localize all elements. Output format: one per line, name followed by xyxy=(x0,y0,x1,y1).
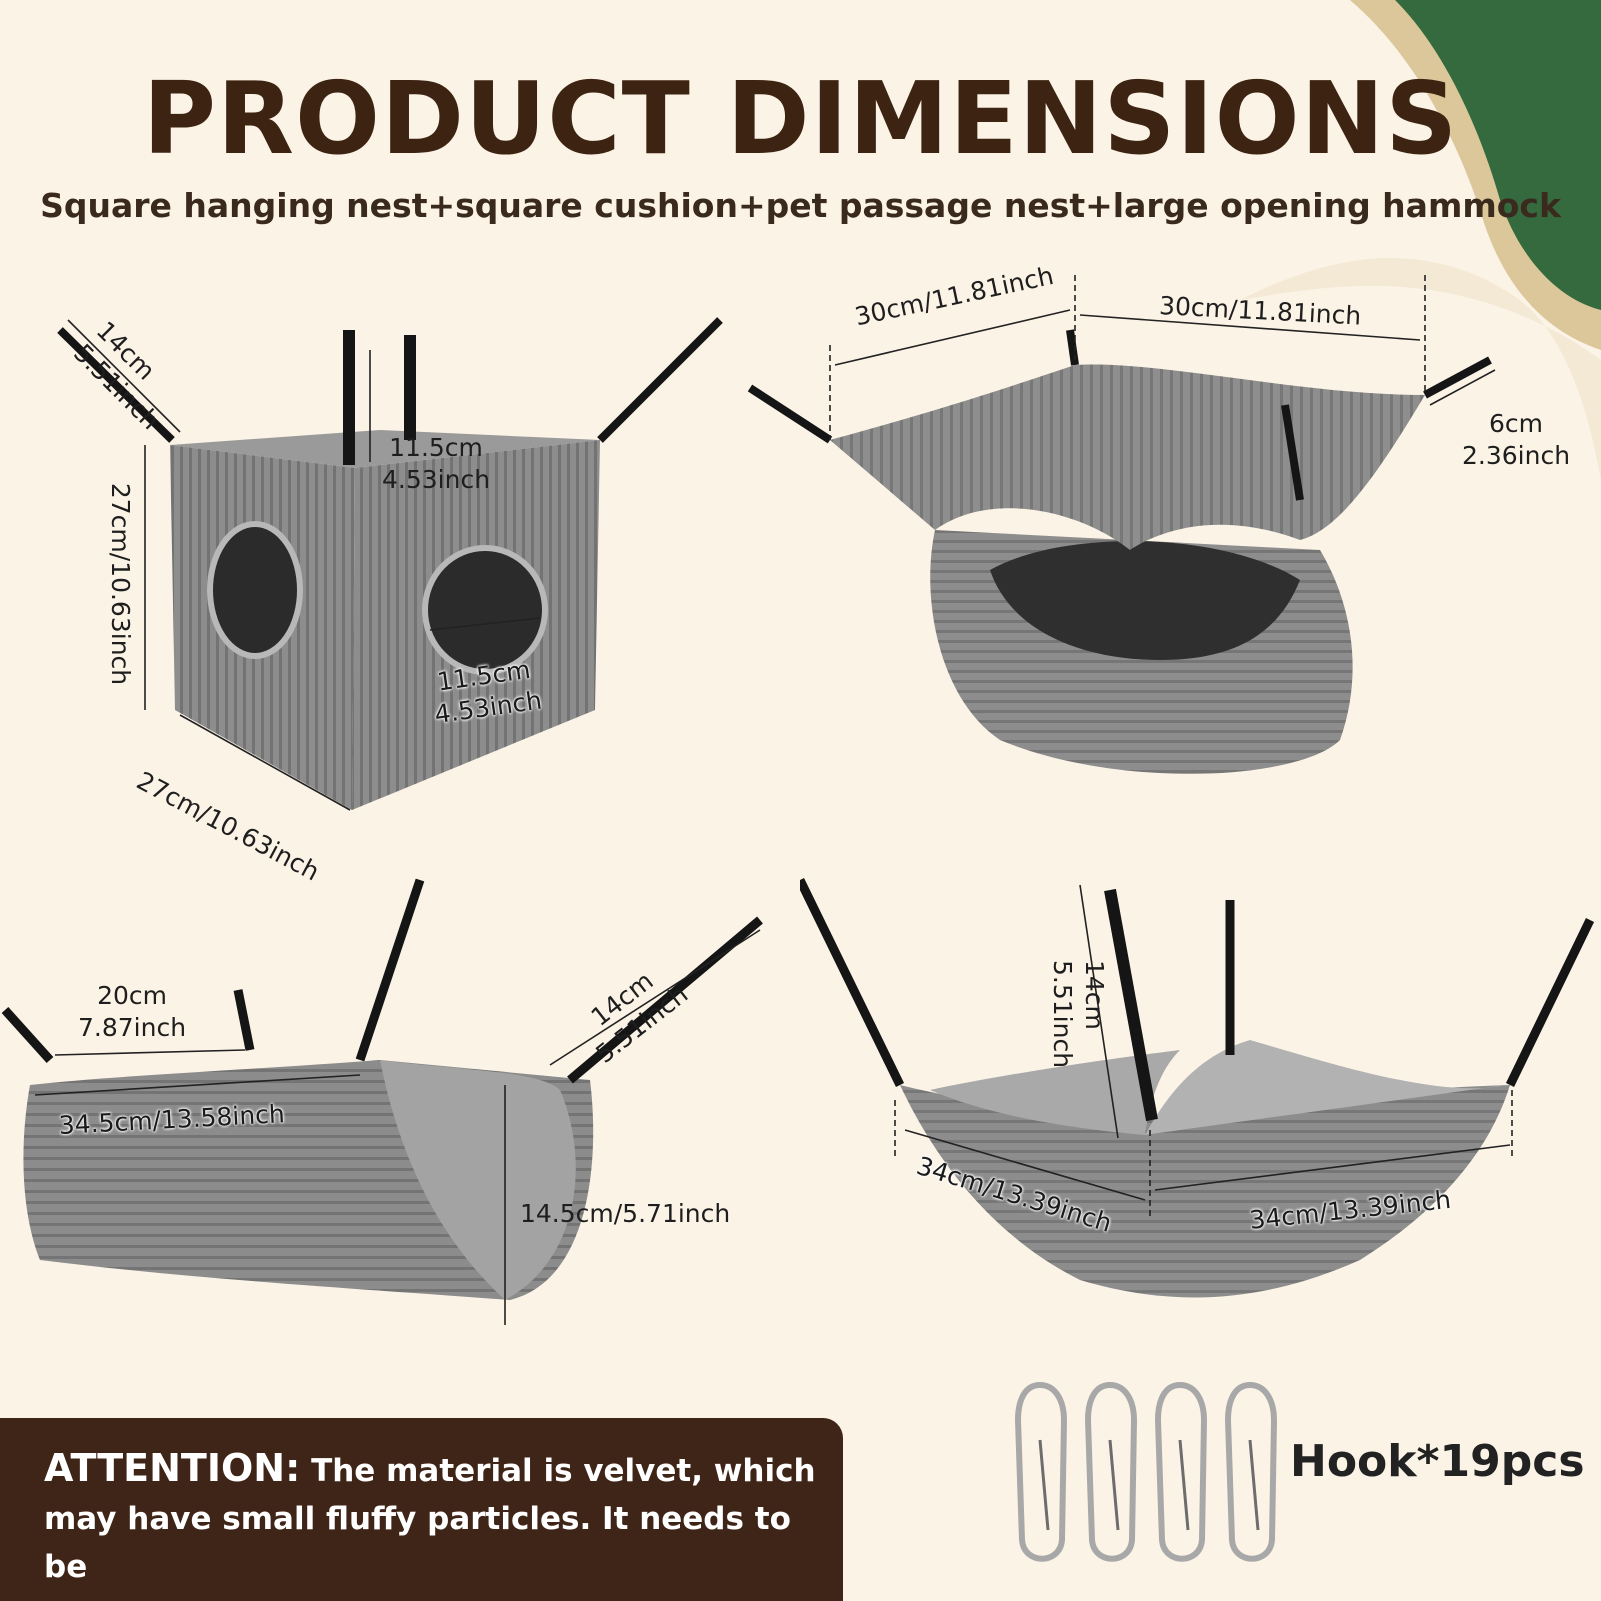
passage-strap-3 xyxy=(355,878,425,1062)
attention-box: ATTENTION: The material is velvet, which… xyxy=(0,1418,843,1601)
hook-icon xyxy=(1084,1381,1138,1562)
passage-height-label: 14.5cm/5.71inch xyxy=(520,1199,731,1228)
attention-line-3: cleaned 2-3 times before use xyxy=(44,1591,823,1601)
passage-nest-illustration xyxy=(1,878,763,1325)
attention-label: ATTENTION: xyxy=(44,1446,301,1490)
hammock-left-flap xyxy=(930,1050,1180,1135)
cushion-opening xyxy=(990,541,1300,660)
passage-opening xyxy=(380,1060,576,1300)
hook-icon xyxy=(1154,1381,1208,1562)
passage-strap-1 xyxy=(1,1006,54,1064)
hammock-strap-dim xyxy=(1079,884,1119,1139)
attention-line-2: may have small fluffy particles. It need… xyxy=(44,1501,791,1585)
hammock-right-flap xyxy=(1145,1040,1505,1135)
cushion-strap-3 xyxy=(1423,356,1492,399)
hook-icon xyxy=(1014,1381,1068,1562)
nest-strap-4 xyxy=(57,327,175,443)
passage-length-dim xyxy=(34,1074,361,1096)
square-nest-illustration xyxy=(57,317,723,811)
cushion-strap-4 xyxy=(1281,404,1304,501)
cushion-strap-2 xyxy=(1066,329,1079,366)
cushion-strap-1 xyxy=(747,384,833,444)
nest-strap-2 xyxy=(404,335,416,440)
hole-dim-line xyxy=(429,617,541,631)
green-corner xyxy=(1395,0,1601,310)
attention-line-1: ATTENTION: The material is velvet, which xyxy=(44,1444,823,1495)
hammock-strap-2 xyxy=(1104,888,1158,1122)
cushion-dim-right xyxy=(1079,314,1421,341)
nest-side-hole xyxy=(207,521,303,659)
hook-count-label: Hook*19pcs xyxy=(1290,1436,1585,1487)
hammock-strap-1 xyxy=(800,878,905,1087)
nest-strap-label: 11.5cm 4.53inch xyxy=(382,433,491,494)
passage-strap-2 xyxy=(233,989,255,1051)
passage-spacing-dim xyxy=(54,1049,246,1056)
hammock-illustration xyxy=(800,878,1595,1298)
page-title: PRODUCT DIMENSIONS xyxy=(142,60,1459,177)
page-subtitle: Square hanging nest+square cushion+pet p… xyxy=(40,186,1561,225)
passage-spacing-label: 20cm 7.87inch xyxy=(78,981,187,1042)
cushion-illustration xyxy=(747,275,1496,774)
hook-icon xyxy=(1224,1381,1278,1562)
nest-front-hole xyxy=(422,545,548,675)
attention-text: The material is velvet, which xyxy=(311,1453,816,1489)
hammock-strap-label: 14cm 5.51inch xyxy=(1048,960,1109,1069)
depth-dim-line xyxy=(67,319,181,433)
width-dim-line xyxy=(179,714,351,811)
nest-strap-3 xyxy=(597,317,723,443)
cushion-strap-dim xyxy=(1429,369,1496,406)
cushion-strap-label: 6cm 2.36inch xyxy=(1462,409,1571,470)
hammock-body xyxy=(900,1085,1510,1298)
cushion-dim-left xyxy=(834,309,1071,366)
hammock-side-right-dim xyxy=(1154,1144,1511,1191)
passage-strap-4 xyxy=(567,916,763,1084)
nest-top-face xyxy=(170,430,600,468)
hammock-side-left-dim xyxy=(904,1129,1146,1201)
nest-height-label: 27cm/10.63inch xyxy=(106,482,135,686)
hooks-illustration xyxy=(1014,1381,1278,1562)
hammock-strap-4 xyxy=(1505,918,1595,1087)
passage-strap-dim xyxy=(549,929,761,1066)
nest-strap-1 xyxy=(343,330,355,465)
cushion-top-panel xyxy=(830,364,1425,550)
